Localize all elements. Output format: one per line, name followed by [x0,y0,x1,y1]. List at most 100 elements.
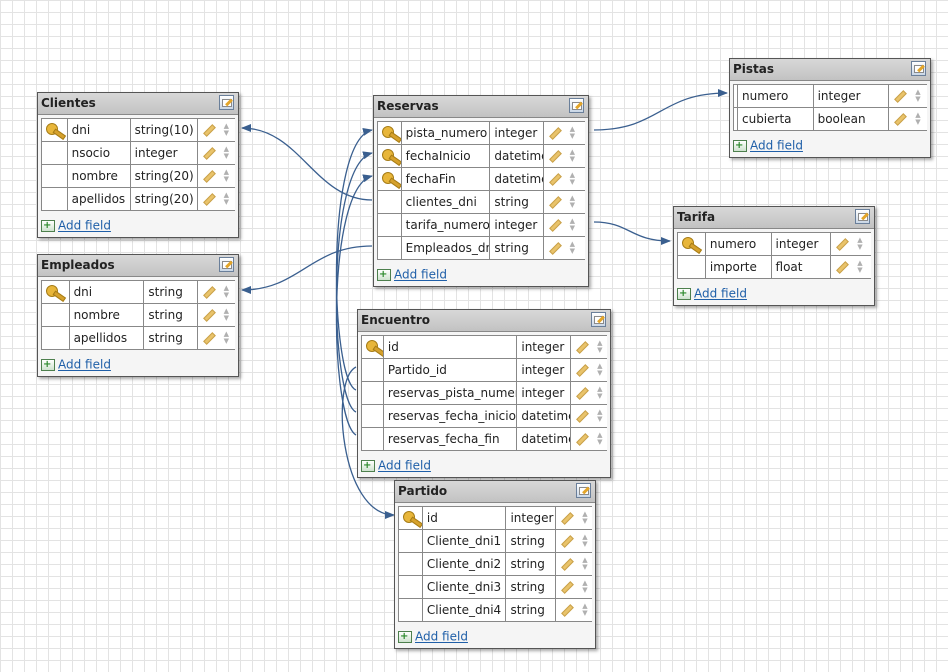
add-field[interactable]: Add field [677,285,874,302]
pencil-icon[interactable] [202,170,216,183]
sort-arrows-icon[interactable]: ▲▼ [582,579,588,594]
edit-table-icon[interactable] [576,483,591,498]
sort-arrows-icon[interactable]: ▲▼ [223,191,230,206]
add-field-icon[interactable] [361,458,375,474]
add-field[interactable]: Add field [398,628,595,645]
pencil-icon[interactable] [576,433,590,446]
sort-arrows-icon[interactable]: ▲▼ [915,111,921,126]
sort-arrows-icon[interactable]: ▲▼ [569,194,576,209]
sort-arrows-icon[interactable]: ▲▼ [223,145,230,160]
pencil-icon[interactable] [576,341,590,354]
pencil-icon[interactable] [202,193,216,206]
table-header[interactable]: Encuentro [358,310,610,332]
sort-arrows-icon[interactable]: ▲▼ [223,307,229,322]
edit-table-icon[interactable] [855,209,870,224]
pencil-icon[interactable] [561,512,575,525]
pencil-icon[interactable] [548,150,562,163]
pencil-icon[interactable] [576,364,590,377]
add-field-icon[interactable] [733,138,747,154]
add-field-link[interactable]: Add field [378,458,431,473]
sort-arrows-icon[interactable]: ▲▼ [597,431,603,446]
sort-arrows-icon[interactable]: ▲▼ [569,125,576,140]
add-field-icon[interactable] [41,218,55,234]
pencil-icon[interactable] [836,238,850,251]
add-field-icon[interactable] [41,357,55,373]
add-field-link[interactable]: Add field [750,138,803,153]
sort-arrows-icon[interactable]: ▲▼ [569,148,576,163]
add-field-icon[interactable] [677,286,691,302]
pencil-icon[interactable] [548,196,562,209]
table-header[interactable]: Tarifa [674,207,874,229]
sort-arrows-icon[interactable]: ▲▼ [569,171,576,186]
sort-arrows-icon[interactable]: ▲▼ [582,602,588,617]
add-field-icon[interactable] [377,267,391,283]
add-field-link[interactable]: Add field [415,629,468,644]
pencil-icon[interactable] [561,581,575,594]
add-field[interactable]: Add field [41,217,238,234]
edit-table-icon[interactable] [591,312,606,327]
pencil-icon[interactable] [561,535,575,548]
pencil-icon[interactable] [548,219,562,232]
pencil-icon[interactable] [894,90,908,103]
pencil-icon[interactable] [202,309,216,322]
add-field[interactable]: Add field [41,356,238,373]
sort-arrows-icon[interactable]: ▲▼ [569,217,576,232]
sort-arrows-icon[interactable]: ▲▼ [582,533,588,548]
pencil-icon[interactable] [576,410,590,423]
pencil-icon[interactable] [202,124,216,137]
pencil-icon[interactable] [576,387,590,400]
add-field[interactable]: Add field [733,137,930,154]
pencil-icon[interactable] [836,261,850,274]
table-header[interactable]: Clientes [38,93,238,115]
sort-arrows-icon[interactable]: ▲▼ [597,385,603,400]
pencil-icon[interactable] [561,558,575,571]
add-field-icon[interactable] [398,629,412,645]
sort-arrows-icon[interactable]: ▲▼ [857,259,863,274]
add-field[interactable]: Add field [377,266,588,283]
sort-arrows-icon[interactable]: ▲▼ [597,408,603,423]
add-field-link[interactable]: Add field [394,267,447,282]
add-field[interactable]: Add field [361,457,610,474]
sort-arrows-icon[interactable]: ▲▼ [223,122,230,137]
pencil-icon[interactable] [561,604,575,617]
sort-arrows-icon[interactable]: ▲▼ [597,362,603,377]
sort-arrows-icon[interactable]: ▲▼ [597,339,603,354]
sort-arrows-icon[interactable]: ▲▼ [857,236,863,251]
pencil-icon[interactable] [548,173,562,186]
pencil-icon[interactable] [202,147,216,160]
sort-arrows-icon[interactable]: ▲▼ [223,168,230,183]
edit-table-icon[interactable] [219,257,234,272]
pencil-icon[interactable] [548,127,562,140]
edit-table-icon[interactable] [911,61,926,76]
add-field-link[interactable]: Add field [694,286,747,301]
table-header[interactable]: Empleados [38,255,238,277]
sort-arrows-icon[interactable]: ▲▼ [582,510,588,525]
